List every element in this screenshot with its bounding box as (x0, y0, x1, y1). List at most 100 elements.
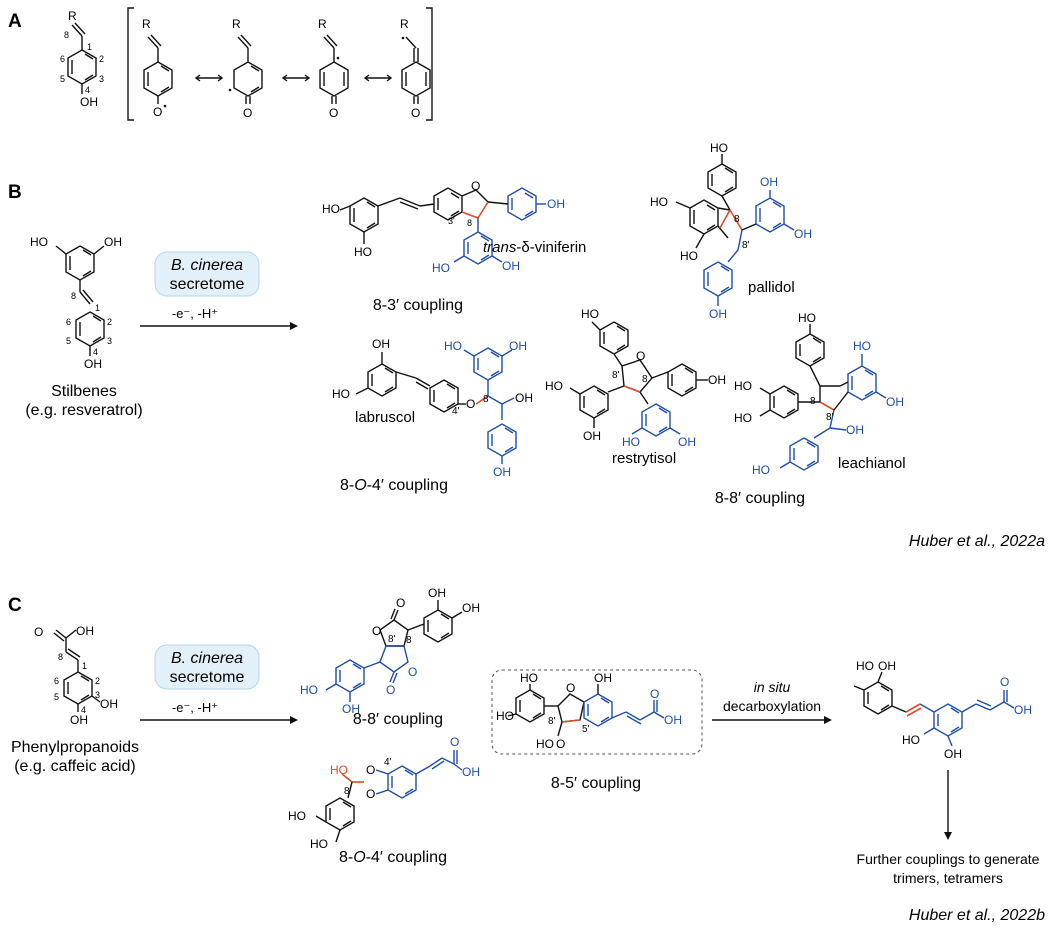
caf-pos-2: 2 (95, 676, 100, 686)
lea-oh-mid: OH (846, 423, 864, 437)
lab-pos-8: 8 (483, 394, 489, 405)
vin-ho-a: HO (322, 202, 340, 216)
res-ho-top: HO (581, 307, 599, 321)
further-line1: Further couplings to generate (857, 851, 1040, 867)
resv-oh-bottom: OH (84, 357, 102, 371)
lea-pos-8: 8 (810, 396, 816, 407)
vin-pos-8: 8 (467, 218, 472, 228)
r-4: R (400, 17, 409, 31)
resv-pos-1: 1 (95, 303, 100, 313)
enzyme-c-line2: secretome (170, 669, 245, 686)
dbf-oh-top: OH (594, 671, 612, 685)
res-o: O (636, 349, 645, 363)
lab-oh-mid: OH (515, 391, 533, 405)
vin-o: O (471, 179, 480, 193)
dbf-pos-8: 8' (548, 716, 556, 727)
res-pos-8p: 8' (612, 370, 620, 381)
caf-pos-6: 6 (54, 676, 59, 686)
lea-ho-bottom: HO (752, 463, 770, 477)
dashed-box-8-5 (491, 669, 703, 755)
enzyme-box-b (154, 251, 260, 297)
resonance-structures: R O R O R O R O (142, 17, 431, 120)
restrytisol-name: restrytisol (612, 450, 676, 467)
bracket-right (426, 7, 433, 121)
lea-ho-left: HO (734, 379, 752, 393)
lab-o: O (466, 397, 475, 411)
dbf-o-ring: O (566, 681, 575, 695)
dil-oh-t1: OH (428, 586, 446, 600)
caf-pos-4: 4 (81, 705, 86, 715)
citation-b: Huber et al., 2022a (909, 533, 1045, 550)
panel-c-label: C (8, 595, 22, 616)
pos-1: 1 (87, 42, 92, 52)
o-4: O (411, 106, 420, 120)
lea-oh-r2: OH (886, 395, 904, 409)
viniferin-name: trans-δ-viniferin (483, 239, 586, 256)
lab-oh-b2: OH (509, 339, 527, 353)
prod-ho-t: HO (856, 659, 874, 673)
prod-o: O (1000, 675, 1009, 689)
r-1: R (142, 17, 151, 31)
lab-pos-4p: 4' (452, 406, 460, 417)
lea-oh-r1: HO (853, 339, 871, 353)
resv-oh-right: OH (104, 235, 122, 249)
panel-b-label: B (8, 182, 22, 203)
enzyme-box-c (154, 644, 260, 690)
vin-oh-right: OH (547, 197, 565, 211)
conditions-c: -e⁻, -H⁺ (172, 700, 218, 715)
reaction-arrowhead-b (290, 322, 298, 330)
viniferin-structure: HO HO OH HO OH O 3' 8 (322, 179, 565, 275)
resv-pos-2: 2 (107, 317, 112, 327)
pos-4: 4 (85, 85, 90, 95)
pal-oh-top: HO (710, 141, 728, 155)
enzyme-c-line1: B. cinerea (171, 650, 243, 667)
decarb-arrowhead (824, 716, 832, 724)
pal-ho-left: HO (650, 195, 668, 209)
r-label: R (68, 9, 77, 23)
res-ho-b: HO (622, 435, 640, 449)
pallidol-structure: HO HO OH HO OH OH 8 8' (650, 141, 812, 321)
decarb-line2: decarboxylation (723, 698, 821, 714)
pos-2: 2 (99, 54, 104, 64)
bd-o2: O (366, 787, 375, 801)
vin-pos-3p: 3' (448, 216, 455, 226)
dil-pos-8p: 8' (388, 634, 396, 645)
o-2: O (243, 106, 252, 120)
dil-pos-8: 8 (406, 635, 412, 646)
bd-ho: HO (330, 763, 348, 777)
leachianol-name: leachianol (838, 455, 906, 472)
r-2: R (232, 17, 241, 31)
coupling-8-o-4-label-b: 8-O-4′ coupling (340, 477, 448, 494)
bd-o-top: O (450, 735, 459, 749)
resv-pos-5: 5 (66, 336, 71, 346)
res-pos-8: 8 (642, 374, 648, 385)
decarboxylated-product-structure: HO OH O OH HO OH (853, 659, 1032, 761)
vin-ho-bottom: HO (432, 261, 450, 275)
caf-o: O (34, 625, 43, 639)
dbf-ho-acid2: HO (536, 737, 554, 751)
dbf-ho-l: HO (496, 709, 514, 723)
stilbenes-caption-2: (e.g. resveratrol) (25, 402, 142, 419)
caf-oh-bottom: OH (70, 713, 88, 727)
resv-pos-4: 4 (93, 347, 98, 357)
pal-ho-bl: HO (680, 249, 698, 263)
leachianol-structure: HO HO HO OH HO OH HO 8 8' (734, 311, 904, 477)
pos-6: 6 (60, 54, 65, 64)
caf-pos-1: 1 (82, 661, 87, 671)
prod-oh-b: OH (944, 747, 962, 761)
vin-oh-bottom: OH (502, 259, 520, 273)
dihydrobenzofuran-structure: HO HO OH O O OH HO O 8' 5' (496, 671, 682, 751)
caf-pos-5: 5 (54, 692, 59, 702)
further-line2: trimers, tetramers (893, 870, 1003, 886)
stilbenes-caption-1: Stilbenes (51, 383, 117, 400)
lab-ho-b1: HO (444, 339, 462, 353)
resv-pos-8: 8 (71, 291, 76, 301)
lab-ho-left: HO (332, 387, 350, 401)
coupling-8-8-label-c: 8-8′ coupling (353, 711, 443, 728)
pos-5: 5 (60, 74, 65, 84)
pos-8: 8 (64, 30, 69, 40)
coupling-8-3-label: 8-3′ coupling (373, 297, 463, 314)
bd-ho-b1: HO (288, 809, 306, 823)
pos-3: 3 (99, 74, 104, 84)
